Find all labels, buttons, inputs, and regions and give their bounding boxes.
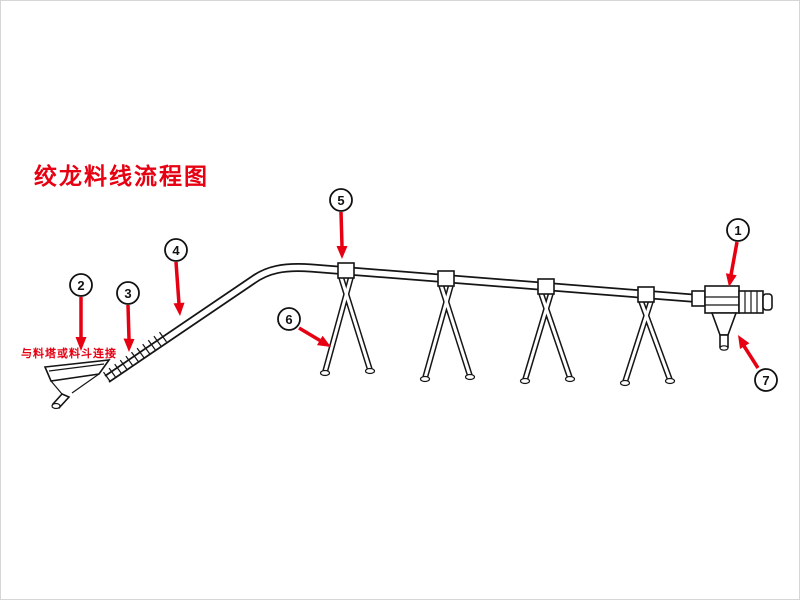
pipe-couplings (337, 262, 655, 303)
drive-motor-unit (691, 285, 773, 351)
support-leg-3 (519, 292, 576, 385)
callout-1-number: 1 (734, 223, 741, 238)
callout-5-number: 5 (337, 193, 344, 208)
hopper-connection-note: 与料塔或料斗连接 (21, 346, 117, 360)
callout-6-number: 6 (285, 312, 292, 327)
callout-5-arrow (339, 211, 344, 247)
auger-spring-section (103, 331, 167, 383)
support-leg-1 (319, 276, 376, 377)
callout-3: 3 (116, 281, 140, 352)
drop-funnel (710, 312, 738, 336)
callout-7: 7 (738, 335, 778, 392)
callout-2: 2 (69, 273, 93, 351)
support-leg-4 (619, 299, 676, 387)
callout-5: 5 (329, 188, 353, 259)
callout-4-number: 4 (172, 243, 180, 258)
callout-3-number: 3 (124, 286, 131, 301)
callout-6-arrow (298, 326, 321, 343)
callout-2-number: 2 (77, 278, 84, 293)
callout-1: 1 (725, 218, 750, 287)
callout-3-arrow (126, 304, 131, 340)
callout-7-number: 7 (762, 373, 769, 388)
diagram-title: 绞龙料线流程图 (34, 163, 209, 189)
conveyor-pipe (104, 263, 705, 383)
callout-6: 6 (277, 307, 331, 347)
callout-7-arrow (742, 345, 760, 369)
callout-4-arrow (174, 261, 181, 305)
callout-1-arrow (729, 241, 739, 276)
callout-4: 4 (164, 238, 188, 316)
intake-hopper (43, 359, 111, 410)
support-leg-2 (419, 284, 476, 383)
